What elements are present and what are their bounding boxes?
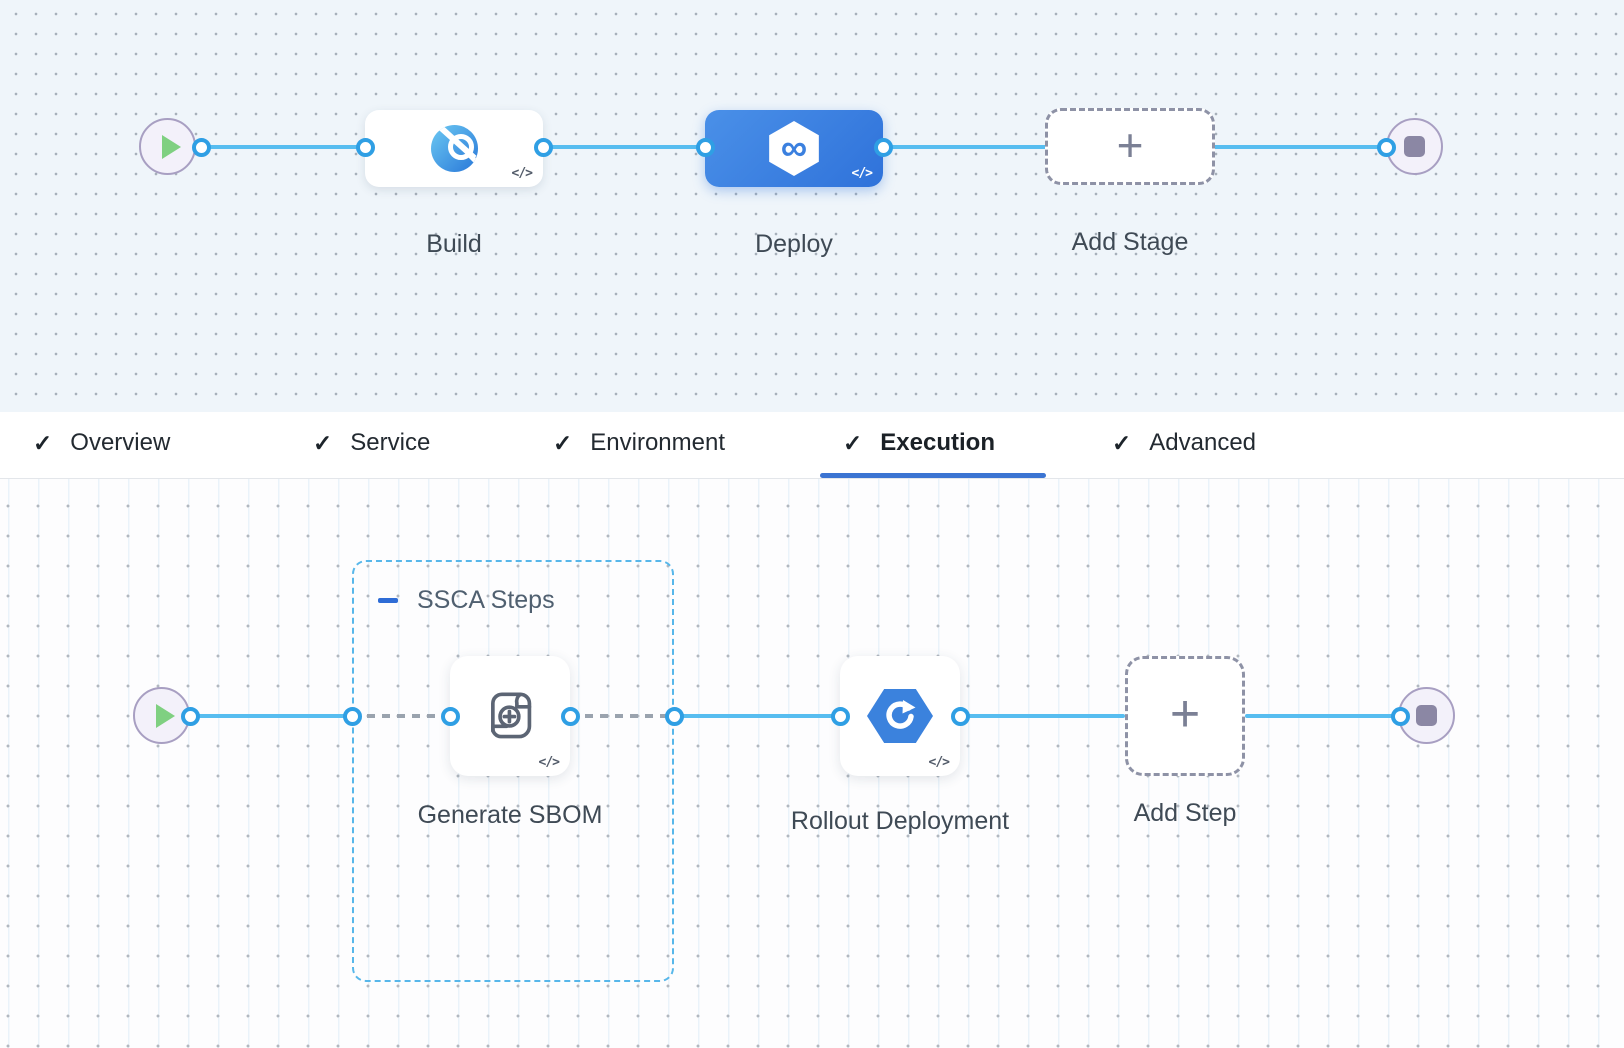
collapse-group-button[interactable]	[376, 589, 400, 613]
infinity-icon: ∞	[780, 126, 808, 168]
stage-node-deploy[interactable]: ∞ </>	[705, 110, 883, 187]
code-badge-icon: </>	[928, 755, 951, 770]
connector-port[interactable]	[441, 707, 460, 726]
tab-label: Advanced	[1149, 429, 1257, 456]
step-connector-edge-dashed	[570, 714, 674, 718]
group-label: SSCA Steps	[417, 586, 555, 614]
connector-port[interactable]	[831, 707, 850, 726]
connector-port[interactable]	[534, 138, 553, 157]
stage-label: Build	[426, 230, 482, 258]
step-node-generate-sbom[interactable]: </>	[450, 656, 570, 776]
tab-environment[interactable]: ✓ Environment	[553, 412, 725, 474]
ssca-steps-group[interactable]: SSCA Steps	[352, 560, 674, 982]
stage-label: Add Stage	[1071, 228, 1189, 256]
code-badge-icon: </>	[851, 166, 874, 181]
play-icon	[156, 703, 175, 728]
check-icon: ✓	[843, 429, 863, 456]
tab-label: Execution	[880, 429, 995, 456]
step-label: Rollout Deployment	[790, 807, 1010, 835]
connector-port[interactable]	[1377, 138, 1396, 157]
connector-port[interactable]	[343, 707, 362, 726]
tab-overview[interactable]: ✓ Overview	[33, 412, 170, 474]
connector-port[interactable]	[951, 707, 970, 726]
code-badge-icon: </>	[538, 755, 561, 770]
active-tab-underline	[820, 473, 1046, 478]
stop-icon	[1404, 136, 1425, 157]
cd-deploy-icon: ∞	[769, 121, 819, 176]
execution-graph-canvas[interactable]: SSCA Steps </>	[0, 479, 1624, 1048]
tab-advanced[interactable]: ✓ Advanced	[1112, 412, 1256, 474]
stage-graph-canvas[interactable]: </> ∞ </> + Build Deploy Add Stage	[0, 0, 1624, 412]
step-connector-edge	[1245, 714, 1400, 718]
rollout-icon	[867, 689, 933, 743]
connector-port[interactable]	[561, 707, 580, 726]
step-label: Generate SBOM	[417, 801, 603, 829]
step-connector-edge	[190, 714, 352, 718]
pipeline-start-node	[139, 118, 196, 175]
plus-icon: +	[1169, 685, 1201, 743]
stage-label: Deploy	[755, 230, 833, 258]
step-connector-edge-dashed	[352, 714, 450, 718]
execution-start-node	[133, 687, 190, 744]
minus-icon	[378, 598, 398, 603]
code-badge-icon: </>	[511, 166, 534, 181]
tab-label: Overview	[70, 429, 171, 456]
connector-port[interactable]	[1391, 707, 1410, 726]
connector-port[interactable]	[696, 138, 715, 157]
tab-label: Service	[350, 429, 431, 456]
play-icon	[162, 134, 181, 159]
connector-port[interactable]	[874, 138, 893, 157]
tab-label: Environment	[590, 429, 726, 456]
step-node-rollout-deployment[interactable]: </>	[840, 656, 960, 776]
step-label: Add Step	[1133, 799, 1237, 827]
stop-icon	[1416, 705, 1437, 726]
add-step-button[interactable]: +	[1125, 656, 1245, 776]
stage-config-tabbar: ✓ Overview ✓ Service ✓ Environment ✓ Exe…	[0, 412, 1624, 479]
add-stage-button[interactable]: +	[1045, 108, 1215, 185]
ci-build-icon	[431, 125, 478, 172]
tab-service[interactable]: ✓ Service	[313, 412, 430, 474]
check-icon: ✓	[313, 429, 333, 456]
execution-end-node	[1398, 687, 1455, 744]
check-icon: ✓	[553, 429, 573, 456]
step-connector-edge	[674, 714, 840, 718]
tab-execution[interactable]: ✓ Execution	[843, 412, 995, 474]
step-connector-edge	[960, 714, 1125, 718]
stage-node-build[interactable]: </>	[365, 110, 543, 187]
check-icon: ✓	[33, 429, 53, 456]
connector-port[interactable]	[192, 138, 211, 157]
plus-icon: +	[1116, 118, 1144, 171]
sbom-scroll-icon	[450, 656, 570, 776]
connector-port[interactable]	[665, 707, 684, 726]
connector-port[interactable]	[181, 707, 200, 726]
group-header: SSCA Steps	[376, 586, 555, 615]
check-icon: ✓	[1112, 429, 1132, 456]
connector-port[interactable]	[356, 138, 375, 157]
